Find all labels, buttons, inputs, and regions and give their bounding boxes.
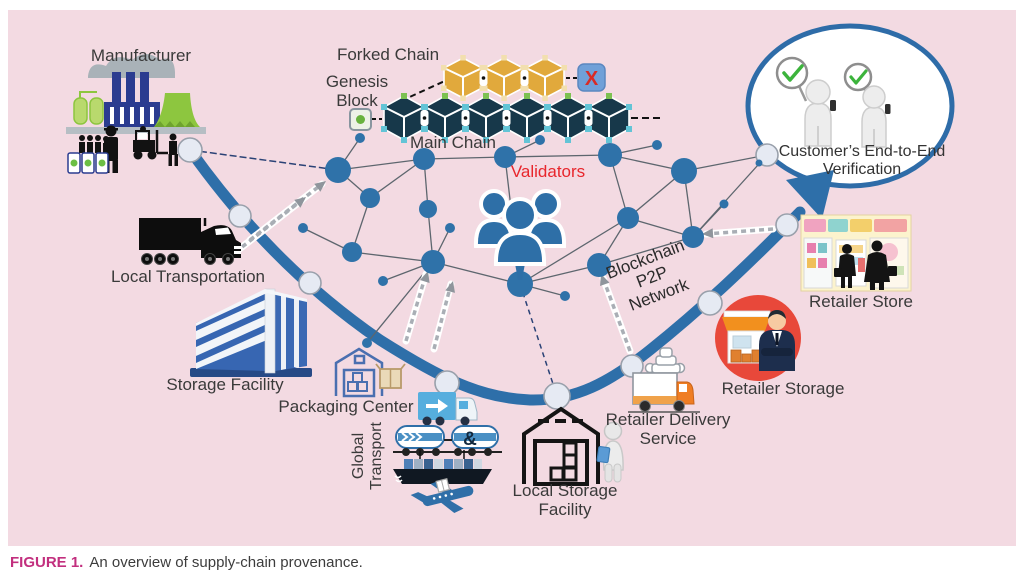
label-storage-facility: Storage Facility bbox=[166, 375, 284, 394]
retailer-person-icon bbox=[759, 310, 795, 371]
local-transportation-truck-icon bbox=[139, 218, 241, 265]
label-packaging-center: Packaging Center bbox=[278, 397, 414, 416]
arc-milestone-nodes bbox=[177, 137, 799, 410]
shoppers-icon bbox=[834, 240, 897, 290]
label-main-chain: Main Chain bbox=[410, 133, 496, 152]
figure-caption-number: FIGURE 1. bbox=[10, 554, 84, 571]
label-retailer-storage: Retailer Storage bbox=[721, 379, 845, 398]
forklift-icon bbox=[133, 126, 168, 160]
person-clipboard-icon bbox=[596, 421, 624, 483]
storage-facility-icon bbox=[190, 288, 312, 377]
rejected-block-icon: X bbox=[577, 63, 606, 92]
figure-caption: FIGURE 1. An overview of supply-chain pro… bbox=[10, 554, 363, 571]
rejected-x-glyph: X bbox=[585, 68, 599, 90]
retailer-store-icon bbox=[800, 214, 912, 292]
label-local-transportation: Local Transportation bbox=[110, 267, 266, 286]
airplane-icon bbox=[410, 478, 474, 513]
genesis-block-icon bbox=[349, 108, 372, 131]
customer-verification-bubble bbox=[745, 23, 955, 189]
label-retailer-store: Retailer Store bbox=[809, 292, 913, 311]
label-forked-chain: Forked Chain bbox=[336, 45, 440, 64]
blockchain-chains: X bbox=[349, 54, 663, 144]
walking-worker-icon bbox=[168, 133, 178, 166]
manufacturer-icon bbox=[66, 54, 206, 174]
retailer-storage-icon bbox=[715, 295, 801, 381]
customer-figure-icon bbox=[843, 62, 891, 148]
ampersand-glyph: & bbox=[463, 429, 477, 450]
train-icon: & bbox=[393, 425, 502, 456]
p2p-network-nodes bbox=[298, 133, 729, 348]
figure-caption-text: An overview of supply-chain provenance. bbox=[89, 554, 363, 571]
product-boxes-icon bbox=[67, 152, 109, 174]
retailer-delivery-truck-icon bbox=[628, 347, 700, 413]
arc-arrowhead bbox=[786, 170, 834, 219]
shipping-truck-icon bbox=[418, 392, 478, 426]
label-validators: Validators bbox=[510, 162, 586, 181]
customer-figure-icon bbox=[775, 56, 836, 147]
cargo-ship-icon bbox=[393, 450, 492, 484]
label-manufacturer: Manufacturer bbox=[90, 46, 192, 65]
flow-arrows bbox=[224, 180, 777, 355]
package-box-icon bbox=[375, 363, 406, 389]
forked-chain-blocks bbox=[440, 54, 568, 102]
packaging-center-icon bbox=[334, 347, 406, 398]
validators-icon bbox=[473, 189, 567, 280]
arc-node-dot bbox=[755, 159, 763, 167]
p2p-network-dashed-edges bbox=[189, 149, 558, 397]
